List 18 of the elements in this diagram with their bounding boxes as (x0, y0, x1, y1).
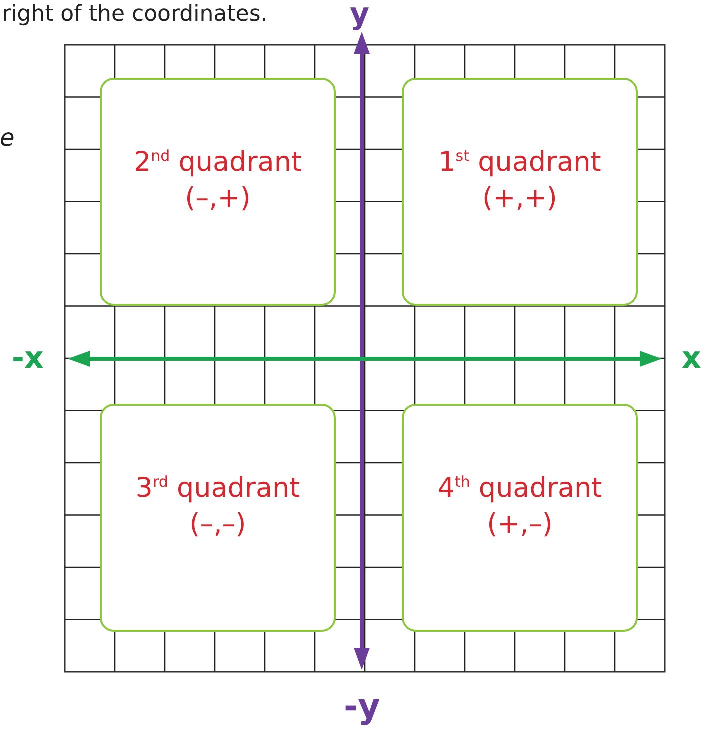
quadrant-box (402, 78, 638, 306)
sign-pair: (–,–) (190, 508, 246, 542)
quadrant-box (402, 404, 638, 632)
quadrant-box (100, 78, 336, 306)
axis-label: y (350, 0, 370, 30)
quadrant-name: 3$^{rd}$ quadrant (136, 472, 300, 506)
sign-pair: (+,+) (482, 182, 558, 216)
axis-label: x (682, 344, 702, 374)
sign-pair: (–,+) (185, 182, 251, 216)
quadrant-name: 1$^{st}$ quadrant (438, 146, 602, 180)
instruction-text: right of the coordinates. (2, 4, 268, 26)
quadrant-box (100, 404, 336, 632)
instruction-text: e (0, 126, 15, 150)
axis-label: -x (12, 344, 44, 374)
quadrant-name: 2$^{nd}$ quadrant (134, 146, 302, 180)
axis-label: -y (344, 690, 380, 724)
quadrant-name: 4$^{th}$ quadrant (438, 472, 602, 506)
sign-pair: (+,–) (487, 508, 553, 542)
